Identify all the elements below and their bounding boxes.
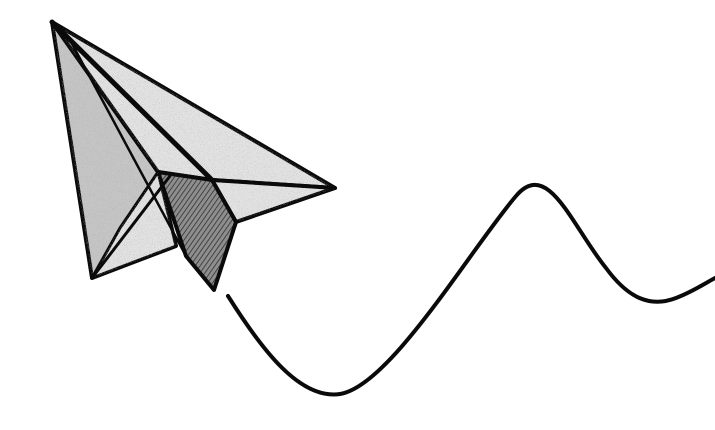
flight-trail xyxy=(226,182,715,397)
plane-cross-fold xyxy=(90,174,172,280)
paper-plane-icon xyxy=(49,19,337,292)
plane-right-wing-grain xyxy=(212,180,335,222)
plane-keel-hatching xyxy=(158,172,236,290)
plane-inner-fold xyxy=(68,38,188,258)
plane-center-fold xyxy=(49,19,215,183)
plane-nose-fold xyxy=(210,178,337,190)
plane-upper-wing-grain xyxy=(52,22,335,188)
